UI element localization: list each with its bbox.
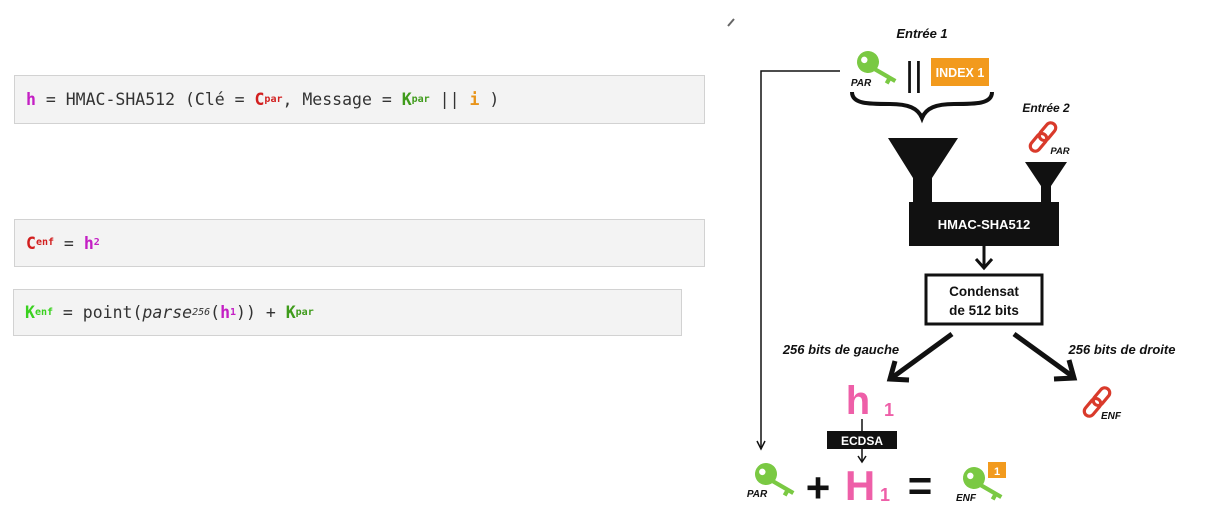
index-badge <box>931 58 989 86</box>
h1-subscript: 1 <box>884 400 894 420</box>
var-c: C <box>26 233 36 253</box>
funnel-icon <box>888 138 958 204</box>
var-h: h <box>83 233 94 253</box>
equals-sign: = <box>908 462 933 509</box>
formula-text: = <box>54 233 84 253</box>
formula-text: || <box>429 90 470 109</box>
concat-symbol: || <box>905 56 923 94</box>
index-label: INDEX 1 <box>936 66 985 80</box>
digest-line-2: de 512 bits <box>949 303 1019 318</box>
right-bits-label: 256 bits de droite <box>1068 342 1176 357</box>
plus-sign: + <box>806 464 831 511</box>
badge-number: 1 <box>994 466 1000 478</box>
formula-text: )) + <box>236 303 286 322</box>
enf-chain-label: ENF <box>1101 411 1122 422</box>
arrow-left <box>886 331 954 383</box>
var-k: K <box>285 303 296 322</box>
h1-letter: h <box>846 379 870 423</box>
formula-text: ( <box>210 303 221 322</box>
hmac-label: HMAC-SHA512 <box>938 217 1030 232</box>
par-chain-label: PAR <box>1050 146 1069 157</box>
entree-1-label: Entrée 1 <box>896 26 947 41</box>
feedback-arrow <box>760 70 840 447</box>
formula-text: = point( <box>53 303 143 322</box>
left-bits-label: 256 bits de gauche <box>782 342 899 357</box>
digest-line-1: Condensat <box>949 284 1019 299</box>
ecdsa-block <box>827 431 897 449</box>
formula-text: , Message = <box>282 90 402 109</box>
parse-fn: parse <box>142 303 193 322</box>
pencil-icon <box>727 18 735 27</box>
ecdsa-label: ECDSA <box>841 434 883 448</box>
H1-subscript: 1 <box>880 485 890 505</box>
var-c: C <box>254 90 265 109</box>
formula-text: = HMAC-SHA512 (Clé = <box>35 90 255 109</box>
digest-box <box>924 273 1044 326</box>
var-i: i <box>469 90 480 109</box>
var-k: K <box>401 90 412 109</box>
H1-letter: H <box>845 462 875 509</box>
var-k: K <box>25 303 35 322</box>
hmac-block <box>909 202 1059 246</box>
funnel-icon <box>1025 162 1067 204</box>
arrow-right <box>1012 331 1078 382</box>
par-key-label: PAR <box>851 78 872 89</box>
var-h: h <box>26 90 36 109</box>
var-h: h <box>220 303 231 322</box>
index-badge-small <box>988 462 1006 478</box>
formula-text: ) <box>479 90 500 109</box>
bottom-par-label: PAR <box>747 489 768 500</box>
entree-2-label: Entrée 2 <box>1022 101 1070 115</box>
bottom-enf-label: ENF <box>956 493 977 504</box>
curly-brace <box>850 91 994 124</box>
